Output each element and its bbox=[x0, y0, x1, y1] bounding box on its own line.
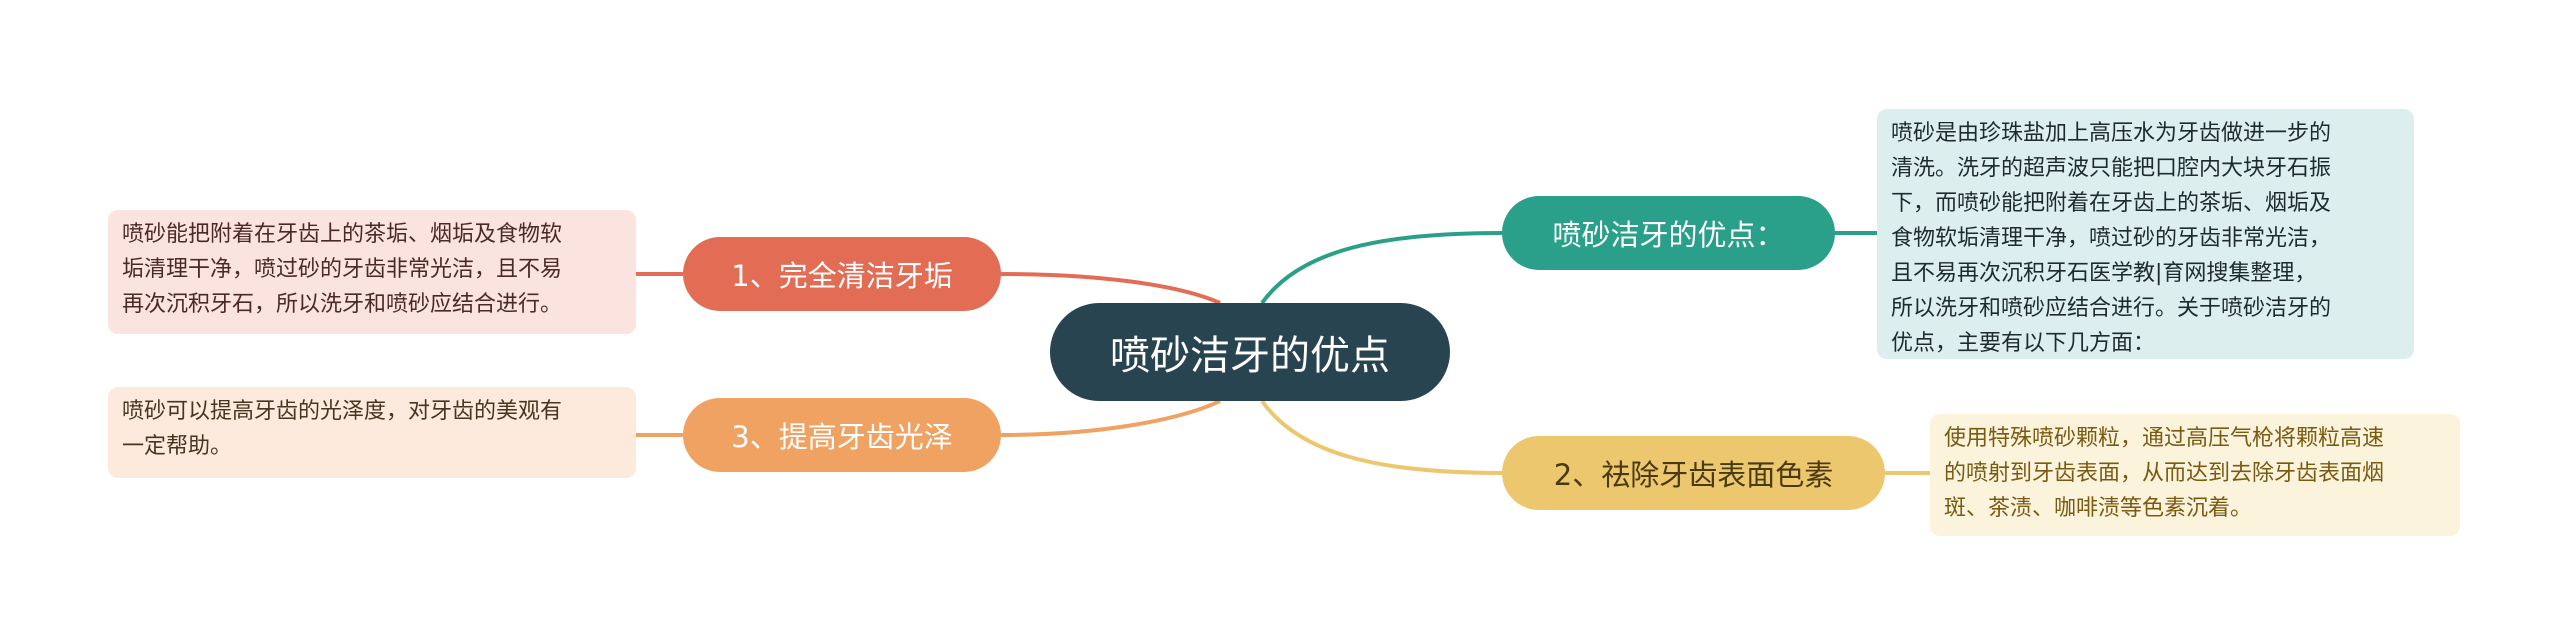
branch-node-improve-gloss[interactable]: 3、提高牙齿光泽 bbox=[683, 398, 1001, 472]
note-line: 斑、茶渍、咖啡渍等色素沉着。 bbox=[1944, 496, 2253, 521]
branch-label-improve-gloss: 3、提高牙齿光泽 bbox=[731, 420, 953, 454]
note-line: 喷砂能把附着在牙齿上的茶垢、烟垢及食物软 bbox=[122, 222, 563, 247]
central-topic-node[interactable]: 喷砂洁牙的优点 bbox=[1050, 303, 1450, 401]
note-line: 一定帮助。 bbox=[122, 434, 233, 459]
branch-label-advantages: 喷砂洁牙的优点： bbox=[1552, 218, 1785, 252]
note-advantages: 喷砂是由珍珠盐加上高压水为牙齿做进一步的 清洗。洗牙的超声波只能把口腔内大块牙石… bbox=[1877, 109, 2414, 359]
branch-node-advantages[interactable]: 喷砂洁牙的优点： bbox=[1502, 196, 1835, 270]
connector-center-to-yellow bbox=[1260, 399, 1503, 475]
branch-label-remove-pigment: 2、祛除牙齿表面色素 bbox=[1553, 458, 1834, 492]
note-line: 清洗。洗牙的超声波只能把口腔内大块牙石振 bbox=[1891, 156, 2332, 181]
note-improve-gloss: 喷砂可以提高牙齿的光泽度，对牙齿的美观有 一定帮助。 bbox=[108, 387, 636, 478]
note-line: 且不易再次沉积牙石医学教|育网搜集整理， bbox=[1891, 261, 2317, 286]
note-clean-tartar: 喷砂能把附着在牙齿上的茶垢、烟垢及食物软 垢清理干净，喷过砂的牙齿非常光洁，且不… bbox=[108, 210, 636, 334]
note-line: 所以洗牙和喷砂应结合进行。关于喷砂洁牙的 bbox=[1891, 296, 2332, 321]
note-line: 使用特殊喷砂颗粒，通过高压气枪将颗粒高速 bbox=[1944, 426, 2385, 451]
connector-center-to-teal bbox=[1260, 231, 1503, 305]
note-line: 喷砂可以提高牙齿的光泽度，对牙齿的美观有 bbox=[122, 399, 563, 424]
connector-center-to-orange bbox=[1000, 399, 1221, 437]
central-topic-label: 喷砂洁牙的优点 bbox=[1110, 333, 1390, 379]
note-line: 食物软垢清理干净，喷过砂的牙齿非常光洁， bbox=[1891, 226, 2332, 251]
note-line: 的喷射到牙齿表面，从而达到去除牙齿表面烟 bbox=[1944, 461, 2385, 486]
note-line: 优点，主要有以下几方面： bbox=[1891, 331, 2156, 356]
note-remove-pigment: 使用特殊喷砂颗粒，通过高压气枪将颗粒高速 的喷射到牙齿表面，从而达到去除牙齿表面… bbox=[1930, 414, 2460, 536]
note-line: 垢清理干净，喷过砂的牙齿非常光洁，且不易 bbox=[122, 257, 563, 282]
note-line: 喷砂是由珍珠盐加上高压水为牙齿做进一步的 bbox=[1891, 121, 2332, 146]
connector-center-to-red bbox=[1000, 272, 1221, 305]
note-line: 下，而喷砂能把附着在牙齿上的茶垢、烟垢及 bbox=[1891, 191, 2332, 216]
branch-node-remove-pigment[interactable]: 2、祛除牙齿表面色素 bbox=[1502, 436, 1885, 510]
branch-node-clean-tartar[interactable]: 1、完全清洁牙垢 bbox=[683, 237, 1001, 311]
branch-label-clean-tartar: 1、完全清洁牙垢 bbox=[731, 259, 953, 293]
note-line: 再次沉积牙石，所以洗牙和喷砂应结合进行。 bbox=[122, 292, 563, 317]
